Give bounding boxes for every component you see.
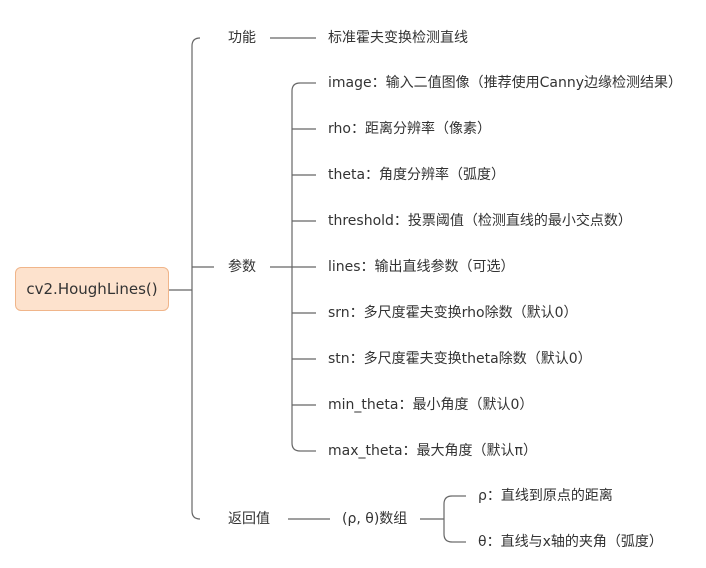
branch-params-label: 参数	[228, 259, 256, 275]
connector-trunk	[191, 37, 201, 520]
param-item: max_theta：最大角度（默认π）	[328, 443, 537, 459]
param-item: min_theta：最小角度（默认0）	[328, 397, 534, 413]
connector-returns-trunk	[443, 495, 453, 543]
param-item: rho：距离分辨率（像素）	[328, 121, 491, 137]
param-item: lines：输出直线参数（可选）	[328, 259, 515, 275]
returns-item: ρ：直线到原点的距离	[478, 488, 613, 504]
param-item: threshold：投票阈值（检测直线的最小交点数）	[328, 213, 632, 229]
param-item: theta：角度分辨率（弧度）	[328, 167, 506, 183]
returns-value: (ρ, θ)数组	[342, 511, 408, 527]
returns-item: θ：直线与x轴的夹角（弧度）	[478, 534, 663, 550]
root-node: cv2.HoughLines()	[15, 267, 169, 311]
param-item: srn：多尺度霍夫变换rho除数（默认0）	[328, 305, 578, 321]
branch-function-label: 功能	[228, 30, 256, 46]
function-description: 标准霍夫变换检测直线	[328, 30, 468, 46]
branch-returns-label: 返回值	[228, 511, 270, 527]
param-item: image：输入二值图像（推荐使用Canny边缘检测结果）	[328, 75, 682, 91]
param-item: stn：多尺度霍夫变换theta除数（默认0）	[328, 351, 592, 367]
